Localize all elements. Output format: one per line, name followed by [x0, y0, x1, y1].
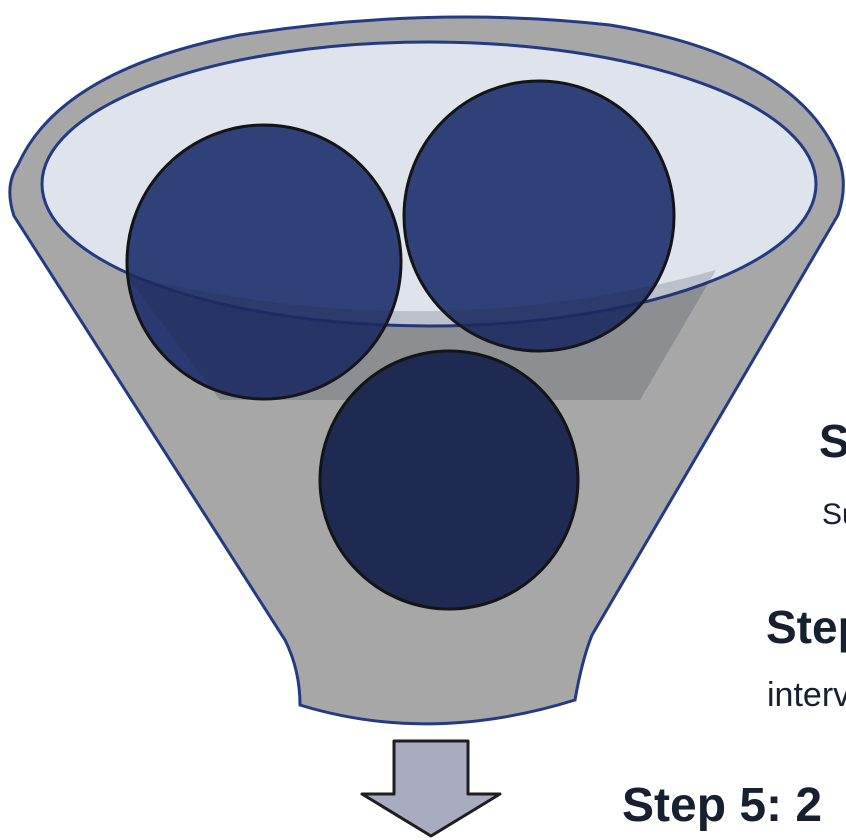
- ball-top-right: [402, 79, 676, 353]
- step-description: interv: [767, 676, 846, 714]
- step-heading: Step 5: 2: [622, 779, 823, 832]
- funnel-shade-overlay: [126, 270, 716, 400]
- ball-bottom: [318, 349, 580, 611]
- step-heading: Step: [766, 601, 846, 653]
- step-description: Su: [822, 498, 846, 531]
- ball-top-left: [125, 123, 403, 401]
- step-heading: S: [819, 415, 846, 467]
- down-arrow-icon: [360, 739, 502, 838]
